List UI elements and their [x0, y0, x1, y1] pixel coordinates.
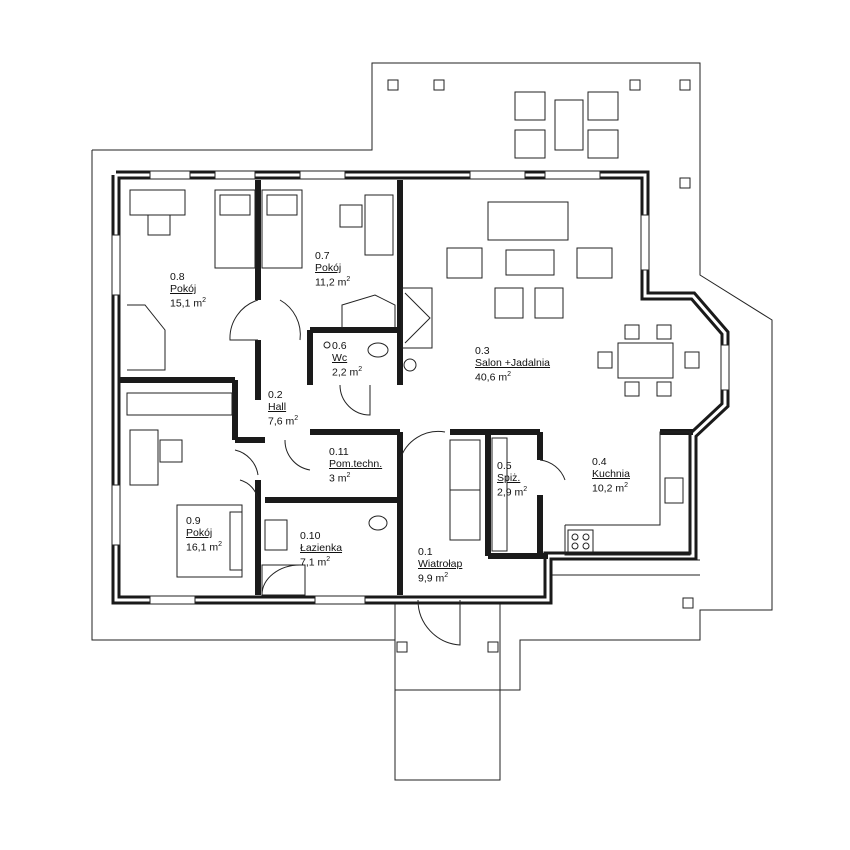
terrace-chair — [587, 91, 619, 121]
terrace-post — [679, 177, 691, 189]
room-label-pokoj-08: 0.8 Pokój 15,1 m2 — [170, 271, 207, 310]
terrace-table — [554, 99, 584, 151]
room-label-lazienka: 0.10 Łazienka 7,1 m2 — [300, 530, 343, 569]
armchair — [446, 247, 483, 279]
furniture — [126, 189, 700, 596]
room-label-wiatrolap: 0.1 Wiatrołap 9,9 m2 — [418, 546, 463, 585]
desk — [364, 194, 394, 256]
windows — [111, 170, 730, 605]
terrace-chair — [514, 91, 546, 121]
interior-walls — [120, 180, 693, 595]
armchair — [534, 287, 564, 319]
room-label-salon-jadalnia: 0.3 Salon +Jadalnia 40,6 m2 — [475, 345, 551, 384]
terrace-chair — [514, 129, 546, 159]
chair — [147, 214, 171, 236]
kitchen-counter — [564, 431, 691, 556]
room-label-spizarnia: 0.5 Spiż. 2,9 m2 — [497, 460, 528, 499]
wardrobe — [127, 304, 166, 371]
terrace-post — [629, 79, 641, 91]
sofa — [487, 201, 569, 241]
room-label-pokoj-09: 0.9 Pokój 16,1 m2 — [186, 515, 223, 554]
bed — [214, 189, 256, 269]
sink — [664, 477, 684, 504]
room-label-hall: 0.2 Hall 7,6 m2 — [268, 389, 299, 428]
room-label-kuchnia: 0.4 Kuchnia 10,2 m2 — [592, 456, 630, 495]
chair — [339, 204, 363, 228]
terrace-post — [433, 79, 445, 91]
terrace-post — [682, 597, 694, 609]
chair — [159, 439, 183, 463]
sink — [264, 519, 288, 551]
fireplace — [401, 287, 433, 349]
terrace-chair — [587, 129, 619, 159]
terrace-post — [487, 641, 499, 653]
terrace-post — [679, 79, 691, 91]
hob — [567, 529, 594, 553]
sink — [323, 341, 331, 349]
desk — [129, 429, 159, 486]
terrace-post — [396, 641, 408, 653]
dining-table — [617, 342, 674, 379]
shower — [261, 564, 306, 596]
armchair — [576, 247, 613, 279]
chimney — [403, 358, 417, 372]
toilet — [368, 515, 388, 531]
toilet — [367, 342, 389, 358]
room-label-pokoj-07: 0.7 Pokój 11,2 m2 — [315, 250, 351, 289]
coffee-table — [505, 249, 555, 276]
room-label-pom-techn: 0.11 Pom.techn. 3 m2 — [329, 446, 383, 485]
doors — [229, 299, 566, 646]
carport-outline — [394, 689, 501, 781]
room-label-wc: 0.6 Wc 2,2 m2 — [332, 340, 363, 379]
bed — [261, 189, 303, 269]
terrace-post — [387, 79, 399, 91]
wardrobe — [126, 392, 233, 416]
armchair — [494, 287, 524, 319]
